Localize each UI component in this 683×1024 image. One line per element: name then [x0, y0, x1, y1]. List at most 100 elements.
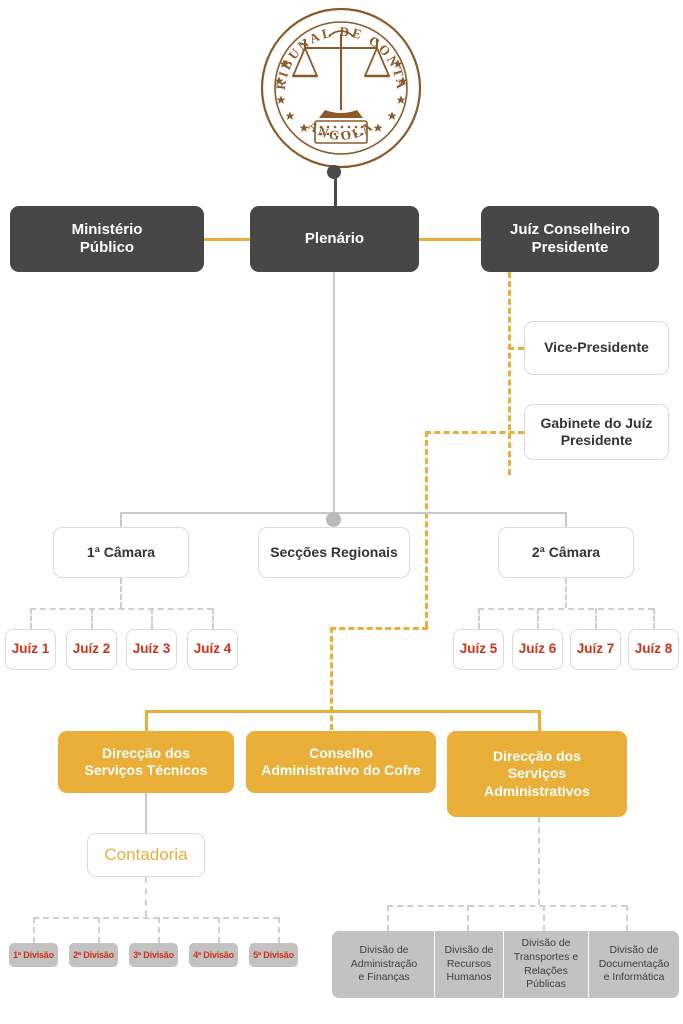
connector-presidente-vertical [508, 272, 511, 475]
connector-plenario-down [333, 272, 335, 512]
box-juiz-7[interactable]: Juíz 7 [570, 629, 621, 670]
juiz-7-label: Juíz 7 [576, 641, 615, 657]
connector-gabinete-down-vertical [425, 431, 428, 627]
connector-to-juiz-3 [151, 608, 153, 629]
cell-divisao-administracao-financas[interactable]: Divisão de Administração e Finanças [336, 931, 432, 998]
conselho-cofre-line1: Conselho [309, 744, 373, 761]
connector-bus-to-camara1 [120, 512, 122, 527]
box-juiz-4[interactable]: Juíz 4 [187, 629, 238, 670]
connector-divisions-admin-bus [387, 905, 627, 907]
box-3a-divisao[interactable]: 3ª Divisão [129, 943, 178, 967]
juiz-3-label: Juíz 3 [132, 641, 171, 657]
div-transp-l2: Transportes e [513, 950, 579, 963]
ministerio-publico-line1: Ministério [71, 220, 143, 238]
div-transp-l3: Relações [524, 964, 568, 977]
connector-to-juiz-2 [91, 608, 93, 629]
div-rh-l1: Divisão de [444, 943, 494, 956]
box-2a-divisao[interactable]: 2ª Divisão [69, 943, 118, 967]
connector-contadoria-down [145, 877, 147, 917]
div-transp-l1: Divisão de [521, 936, 571, 949]
conselho-cofre-line2: Administrativo do Cofre [261, 762, 421, 778]
seccoes-regionais-label: Secções Regionais [270, 543, 398, 560]
contadoria-label: Contadoria [104, 844, 188, 864]
connector-chambers-bus [120, 512, 566, 514]
connector-to-juiz-5 [478, 608, 480, 629]
box-plenario[interactable]: Plenário [250, 206, 419, 272]
divisao-4-label: 4ª Divisão [193, 949, 234, 960]
juiz-1-label: Juíz 1 [11, 641, 50, 657]
servicos-admin-line2: Serviços [507, 765, 567, 782]
box-gabinete-juiz-presidente[interactable]: Gabinete do Juíz Presidente [524, 404, 669, 460]
divisao-1-label: 1ª Divisão [13, 949, 54, 960]
connector-to-4a-divisao [218, 917, 220, 943]
connector-to-2a-divisao [98, 917, 100, 943]
plenario-label: Plenário [304, 229, 365, 247]
gabinete-line2: Presidente [560, 432, 633, 448]
divisao-3-label: 3ª Divisão [133, 949, 174, 960]
box-1a-divisao[interactable]: 1ª Divisão [9, 943, 58, 967]
div-rh-l2: Recursos [446, 957, 492, 970]
connector-to-1a-divisao [33, 917, 35, 943]
connector-judges-left-bus [30, 608, 213, 610]
div-doc-l1: Divisão de [609, 943, 659, 956]
connector-to-3a-divisao [158, 917, 160, 943]
connector-emblem-to-plenario [334, 170, 337, 208]
juiz-5-label: Juíz 5 [459, 641, 498, 657]
connector-bus-to-servicos-tecnicos [145, 710, 148, 732]
div-transp-l4: Públicas [526, 978, 566, 991]
box-2a-camara[interactable]: 2ª Câmara [498, 527, 634, 578]
connector-to-juiz-4 [212, 608, 214, 629]
box-1a-camara[interactable]: 1ª Câmara [53, 527, 189, 578]
box-conselho-administrativo-cofre[interactable]: Conselho Administrativo do Cofre [246, 731, 436, 793]
div-doc-l2: Documentação [598, 957, 670, 970]
gabinete-line1: Gabinete do Juíz [540, 414, 653, 431]
strip-divider-3 [588, 931, 589, 998]
box-juiz-8[interactable]: Juíz 8 [628, 629, 679, 670]
box-juiz-2[interactable]: Juíz 2 [66, 629, 117, 670]
box-juiz-6[interactable]: Juíz 6 [512, 629, 563, 670]
connector-bus-to-servicos-administrativos [538, 710, 541, 732]
cell-divisao-transportes-relacoes-publicas[interactable]: Divisão de Transportes e Relações Públic… [505, 931, 587, 998]
juiz-2-label: Juíz 2 [72, 641, 111, 657]
connector-to-5a-divisao [278, 917, 280, 943]
connector-to-divisao-recursos [467, 905, 469, 931]
connector-to-juiz-6 [537, 608, 539, 629]
connector-admin-down [538, 817, 540, 905]
connector-to-juiz-1 [30, 608, 32, 629]
connector-to-divisao-administracao [387, 905, 389, 931]
box-direccao-servicos-tecnicos[interactable]: Direcção dos Serviços Técnicos [58, 731, 234, 793]
cell-divisao-documentacao-informatica[interactable]: Divisão de Documentação e Informática [590, 931, 678, 998]
admin-divisions-strip [332, 931, 679, 998]
connector-plenario-to-presidente [419, 238, 481, 241]
box-juiz-1[interactable]: Juíz 1 [5, 629, 56, 670]
div-admin-l3: e Finanças [358, 971, 410, 984]
connector-down-to-cofre-horizontal [330, 627, 428, 630]
seccoes-regionais-node-dot [326, 512, 341, 527]
connector-camara1-down [120, 578, 122, 608]
divisao-5-label: 5ª Divisão [253, 949, 294, 960]
connector-to-divisao-transportes [543, 905, 545, 931]
juiz-6-label: Juíz 6 [518, 641, 557, 657]
box-vice-presidente[interactable]: Vice-Presidente [524, 321, 669, 375]
box-ministerio-publico[interactable]: Ministério Público [10, 206, 204, 272]
box-juiz-conselheiro-presidente[interactable]: Juíz Conselheiro Presidente [481, 206, 659, 272]
div-rh-l3: Humanos [446, 971, 492, 984]
cell-divisao-recursos-humanos[interactable]: Divisão de Recursos Humanos [436, 931, 502, 998]
servicos-admin-line1: Direcção dos [493, 748, 581, 765]
connector-divisions-contadoria-bus [33, 917, 279, 919]
box-direccao-servicos-administrativos[interactable]: Direcção dos Serviços Administrativos [447, 731, 627, 817]
box-4a-divisao[interactable]: 4ª Divisão [189, 943, 238, 967]
connector-to-gabinete [425, 431, 524, 434]
tribunal-de-contas-angola-seal-icon: TRIBUNAL DE CONTAS ANGOLA [253, 0, 423, 170]
box-juiz-3[interactable]: Juíz 3 [126, 629, 177, 670]
vice-presidente-label: Vice-Presidente [544, 339, 649, 356]
box-contadoria[interactable]: Contadoria [87, 833, 205, 877]
box-juiz-5[interactable]: Juíz 5 [453, 629, 504, 670]
box-5a-divisao[interactable]: 5ª Divisão [249, 943, 298, 967]
juiz-4-label: Juíz 4 [193, 641, 232, 657]
strip-divider-2 [503, 931, 504, 998]
connector-cofre-vertical [330, 627, 333, 730]
box-seccoes-regionais[interactable]: Secções Regionais [258, 527, 410, 578]
div-admin-l1: Divisão de [359, 943, 409, 956]
